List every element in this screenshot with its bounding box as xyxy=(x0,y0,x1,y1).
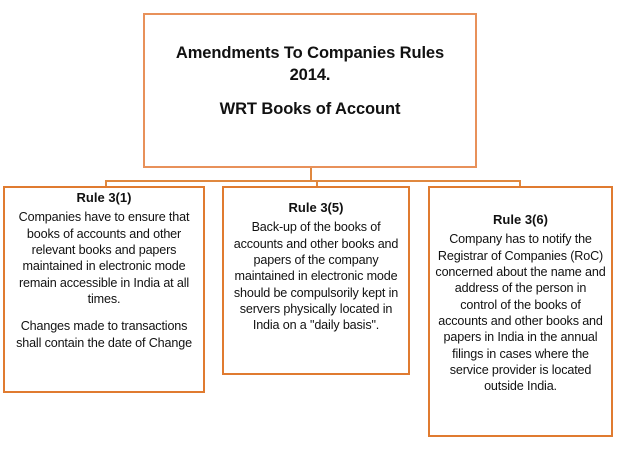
diagram-title-heading-secondary: WRT Books of Account xyxy=(219,99,401,118)
node-rule-3-1-title: Rule 3(1) xyxy=(76,190,132,205)
diagram-title-box: Amendments To Companies Rules 2014. WRT … xyxy=(143,13,477,168)
node-rule-3-1-paragraph-1: Companies have to ensure that books of a… xyxy=(18,210,190,307)
diagram-title-heading-primary: Amendments To Companies Rules 2014. xyxy=(175,44,445,84)
node-rule-3-5-title: Rule 3(5) xyxy=(288,200,344,215)
node-rule-3-5-paragraph-1: Back-up of the books of accounts and oth… xyxy=(233,220,399,333)
connector-stem-root xyxy=(310,168,312,182)
connector-drop-rule-3-1 xyxy=(105,180,107,187)
connector-drop-rule-3-5 xyxy=(316,180,318,187)
node-rule-3-5: Rule 3(5) Back-up of the books of accoun… xyxy=(222,186,410,375)
node-rule-3-1-paragraph-2: Changes made to transactions shall conta… xyxy=(16,319,192,350)
connector-horizontal-bar xyxy=(105,180,521,182)
node-rule-3-6-title: Rule 3(6) xyxy=(493,212,548,227)
node-rule-3-6: Rule 3(6) Company has to notify the Regi… xyxy=(428,186,613,437)
node-rule-3-6-paragraph-1: Company has to notify the Registrar of C… xyxy=(435,232,606,394)
connector-drop-rule-3-6 xyxy=(519,180,521,187)
node-rule-3-1: Rule 3(1) Companies have to ensure that … xyxy=(3,186,205,393)
